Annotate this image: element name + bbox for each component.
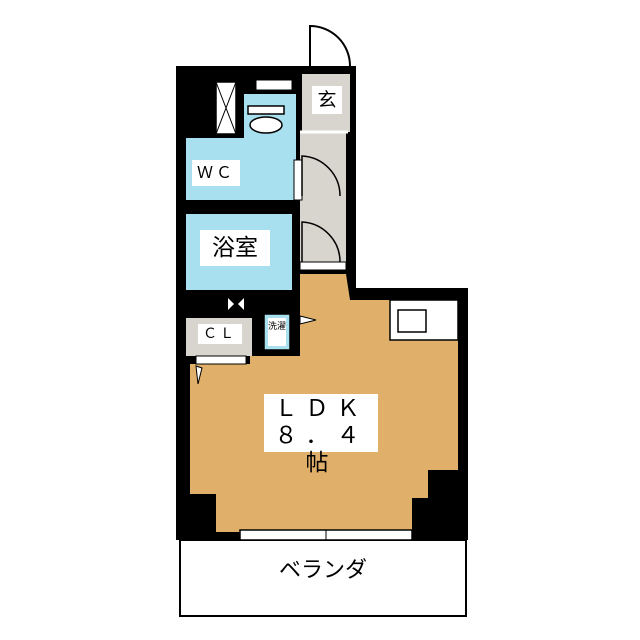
bath-door-swing-icon xyxy=(301,221,341,263)
wc-door-gap xyxy=(293,159,303,201)
veranda-label: ベランダ xyxy=(278,558,367,583)
kitchen-sink-icon xyxy=(397,309,427,333)
entrance-label: 玄 xyxy=(312,86,342,114)
bathroom-label: 浴室 xyxy=(200,230,270,266)
wc-door-swing-icon xyxy=(301,155,341,197)
pipe-shaft-cross-2 xyxy=(215,81,237,135)
washer-label: 洗濯 xyxy=(268,318,286,346)
toilet-bowl-icon xyxy=(249,116,283,134)
closet-label: ＣＬ xyxy=(198,324,242,344)
corridor-door-gap xyxy=(299,261,347,271)
veranda-outline xyxy=(179,539,467,617)
closet-door-arrow-icon xyxy=(195,365,203,385)
entrance-door-icon xyxy=(309,24,351,67)
toilet-tank-icon xyxy=(247,105,285,115)
ldk-label: ＬＤＫ ８．４帖 xyxy=(264,394,378,476)
vent-icon xyxy=(228,298,244,310)
washer-door-arrow-icon xyxy=(299,315,317,325)
entrance-window xyxy=(255,79,293,91)
closet-door xyxy=(195,355,247,365)
wc-label: ＷＣ xyxy=(192,160,240,186)
